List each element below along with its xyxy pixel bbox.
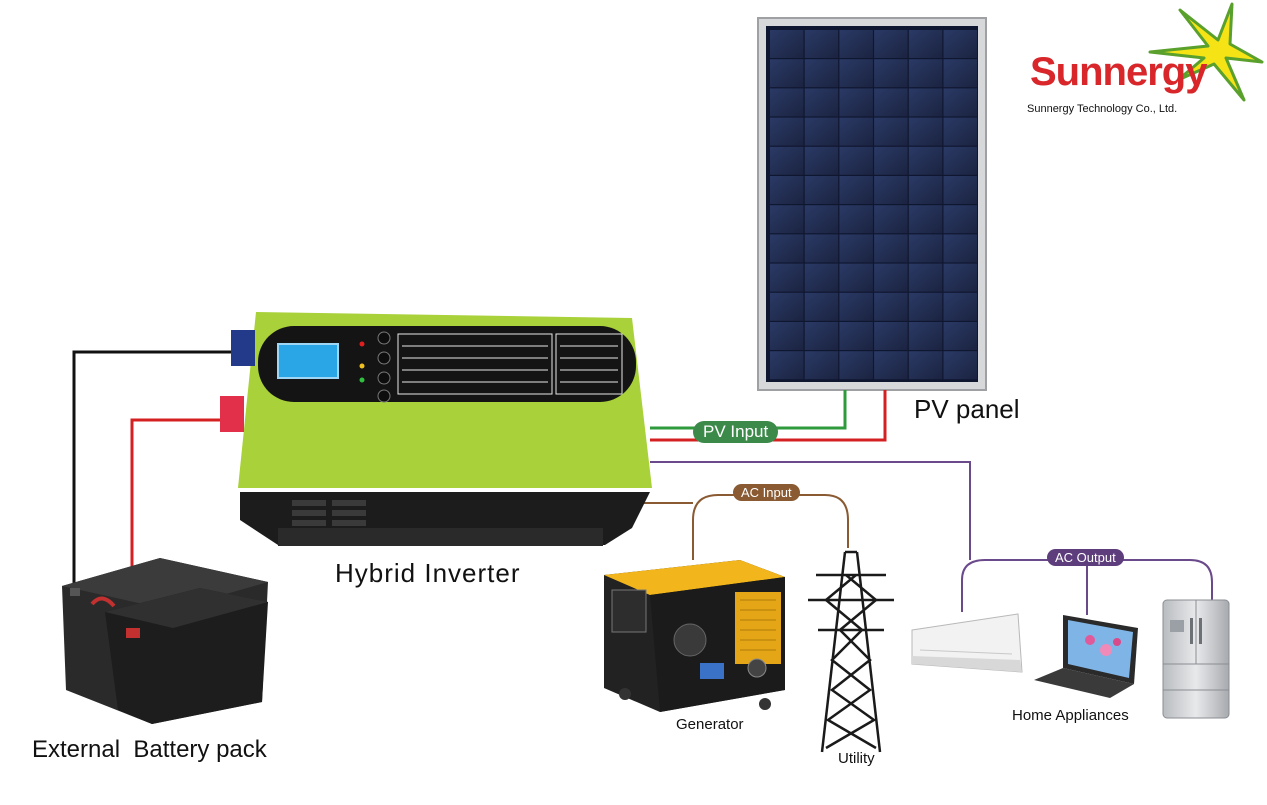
- generator-label: Generator: [676, 716, 744, 733]
- solar-cell: [943, 351, 977, 380]
- solar-cell: [804, 146, 839, 175]
- solar-cell: [804, 59, 839, 88]
- solar-cell: [943, 59, 977, 88]
- solar-cell: [804, 205, 839, 234]
- solar-cell: [943, 292, 977, 321]
- battery-icon: [62, 558, 268, 724]
- sunnergy-logo-icon: [1148, 2, 1264, 102]
- solar-cell: [908, 146, 943, 175]
- pv-panel-label: PV panel: [914, 394, 1020, 424]
- solar-cell: [908, 117, 943, 146]
- utility-tower-icon: [808, 550, 894, 753]
- solar-cell: [804, 88, 839, 117]
- inverter-icon: [220, 312, 652, 546]
- solar-cell: [874, 30, 908, 58]
- pv-input-pill: PV Input: [693, 421, 779, 443]
- solar-cell: [770, 59, 804, 88]
- solar-cell: [943, 322, 977, 350]
- refrigerator-icon: [1162, 599, 1230, 719]
- solar-cell: [770, 146, 804, 175]
- solar-cell: [770, 88, 804, 117]
- solar-cell: [804, 351, 839, 380]
- solar-cell: [770, 322, 804, 350]
- solar-cell: [943, 234, 977, 263]
- solar-cell: [770, 205, 804, 234]
- solar-cell: [908, 351, 943, 380]
- solar-cell: [943, 88, 977, 117]
- solar-cell: [943, 205, 977, 234]
- solar-cell: [874, 59, 908, 88]
- solar-cell: [908, 205, 943, 234]
- solar-cell: [908, 263, 943, 292]
- solar-cell: [804, 176, 839, 204]
- solar-cell: [839, 234, 873, 263]
- solar-cell: [804, 322, 839, 350]
- ac-output-wire: [650, 461, 971, 560]
- air-conditioner-icon: [911, 613, 1023, 673]
- ac-input-loop: [692, 494, 849, 560]
- solar-cell: [770, 176, 804, 204]
- solar-cell: [874, 88, 908, 117]
- solar-cell: [839, 30, 873, 58]
- battery-positive-wire: [130, 418, 228, 630]
- solar-cell: [908, 59, 943, 88]
- battery-negative-wire: [72, 350, 240, 590]
- ac-output-pill: AC Output: [1047, 549, 1124, 566]
- solar-cell: [874, 205, 908, 234]
- solar-cell: [839, 59, 873, 88]
- solar-cell: [943, 176, 977, 204]
- solar-cell: [874, 263, 908, 292]
- solar-cell: [839, 117, 873, 146]
- solar-cell: [770, 292, 804, 321]
- solar-cell: [770, 263, 804, 292]
- solar-cell: [908, 30, 943, 58]
- generator-icon: [604, 560, 785, 712]
- solar-cell: [874, 146, 908, 175]
- home-appliances-label: Home Appliances: [1012, 707, 1129, 724]
- company-name: Sunnergy Technology Co., Ltd.: [1027, 103, 1178, 115]
- solar-cell: [804, 117, 839, 146]
- solar-cell: [874, 351, 908, 380]
- solar-cell: [770, 117, 804, 146]
- utility-label: Utility: [838, 750, 875, 767]
- solar-cell: [874, 234, 908, 263]
- ac-input-pill: AC Input: [733, 484, 800, 501]
- solar-cell: [804, 292, 839, 321]
- solar-cell: [874, 322, 908, 350]
- solar-cell: [804, 263, 839, 292]
- solar-cell: [839, 292, 873, 321]
- battery-label: External Battery pack: [32, 736, 267, 763]
- solar-cell: [839, 263, 873, 292]
- inverter-label: Hybrid Inverter: [335, 558, 521, 588]
- solar-cell: [908, 322, 943, 350]
- solar-cell: [839, 322, 873, 350]
- pv-panel-icon: [757, 17, 987, 391]
- laptop-icon: [1034, 615, 1138, 698]
- solar-cell: [770, 30, 804, 58]
- solar-cell: [839, 351, 873, 380]
- solar-cell: [874, 176, 908, 204]
- solar-cell: [943, 146, 977, 175]
- solar-cell: [804, 30, 839, 58]
- solar-cell: [908, 176, 943, 204]
- solar-cell: [770, 234, 804, 263]
- solar-cell: [770, 351, 804, 380]
- solar-cell: [943, 30, 977, 58]
- solar-cell: [943, 117, 977, 146]
- solar-cell: [908, 234, 943, 263]
- solar-cell: [908, 88, 943, 117]
- brand-name: Sunnergy: [1030, 50, 1207, 94]
- solar-cell: [839, 176, 873, 204]
- solar-cell: [874, 292, 908, 321]
- solar-cell: [839, 146, 873, 175]
- solar-cell: [943, 263, 977, 292]
- solar-cell: [839, 88, 873, 117]
- solar-cell: [839, 205, 873, 234]
- solar-cell: [804, 234, 839, 263]
- solar-cell: [908, 292, 943, 321]
- solar-cell: [874, 117, 908, 146]
